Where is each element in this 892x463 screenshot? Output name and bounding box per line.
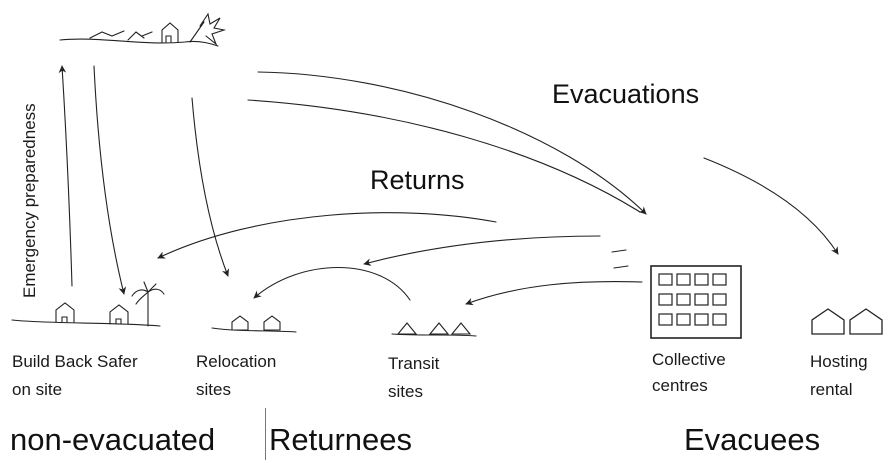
- evacuees-group-label: Evacuees: [684, 422, 821, 457]
- collective-centre-building-icon: [650, 265, 742, 339]
- arrow-down-relocation: [191, 97, 230, 277]
- arrow-evacuation-to-hosting: [703, 157, 839, 255]
- transit-label: Transit: [388, 354, 440, 373]
- tent-icon: [450, 322, 472, 335]
- collective-label: Collective: [652, 350, 726, 369]
- ground-build-back-safer: [11, 319, 161, 327]
- ground-relocation: [211, 327, 297, 333]
- house-icon: [811, 308, 845, 335]
- dash-marks: [611, 249, 629, 269]
- tent-icon: [396, 322, 418, 335]
- group-divider: [265, 408, 266, 460]
- hosting-sublabel: rental: [810, 380, 853, 399]
- house-icon: [231, 315, 249, 331]
- arrow-down-build-back-safer: [93, 65, 127, 295]
- arrow-evacuation-upper: [257, 71, 647, 215]
- hosting-label: Hosting: [810, 352, 868, 371]
- relocation-sublabel: sites: [196, 380, 231, 399]
- disaster-scene-icon: [59, 12, 227, 47]
- house-icon: [55, 302, 75, 323]
- house-icon: [263, 315, 281, 331]
- house-icon: [109, 304, 129, 325]
- returns-label: Returns: [370, 165, 465, 195]
- arrow-up-preparedness: [58, 65, 73, 287]
- arrow-return-to-build-back-safer: [157, 212, 497, 259]
- build-back-safer-sublabel: on site: [12, 380, 63, 399]
- arrow-collective-to-transit: [465, 280, 643, 306]
- tent-icon: [428, 322, 450, 335]
- build-back-safer-label: Build Back Safer: [12, 352, 138, 371]
- arrow-evacuation-lower: [247, 99, 641, 213]
- non-evacuated-group-label: non-evacuated: [10, 422, 216, 457]
- arrow-return-to-relocation: [253, 266, 411, 301]
- collective-sublabel: centres: [652, 376, 708, 395]
- house-icon: [849, 308, 883, 335]
- arrow-return-to-transit: [363, 235, 601, 266]
- transit-sublabel: sites: [388, 382, 423, 401]
- palm-tree-icon: [131, 281, 165, 327]
- relocation-label: Relocation: [196, 352, 277, 371]
- returnees-group-label: Returnees: [269, 422, 413, 457]
- emergency-preparedness-label: Emergency preparedness: [20, 103, 39, 298]
- evacuations-label: Evacuations: [552, 79, 700, 109]
